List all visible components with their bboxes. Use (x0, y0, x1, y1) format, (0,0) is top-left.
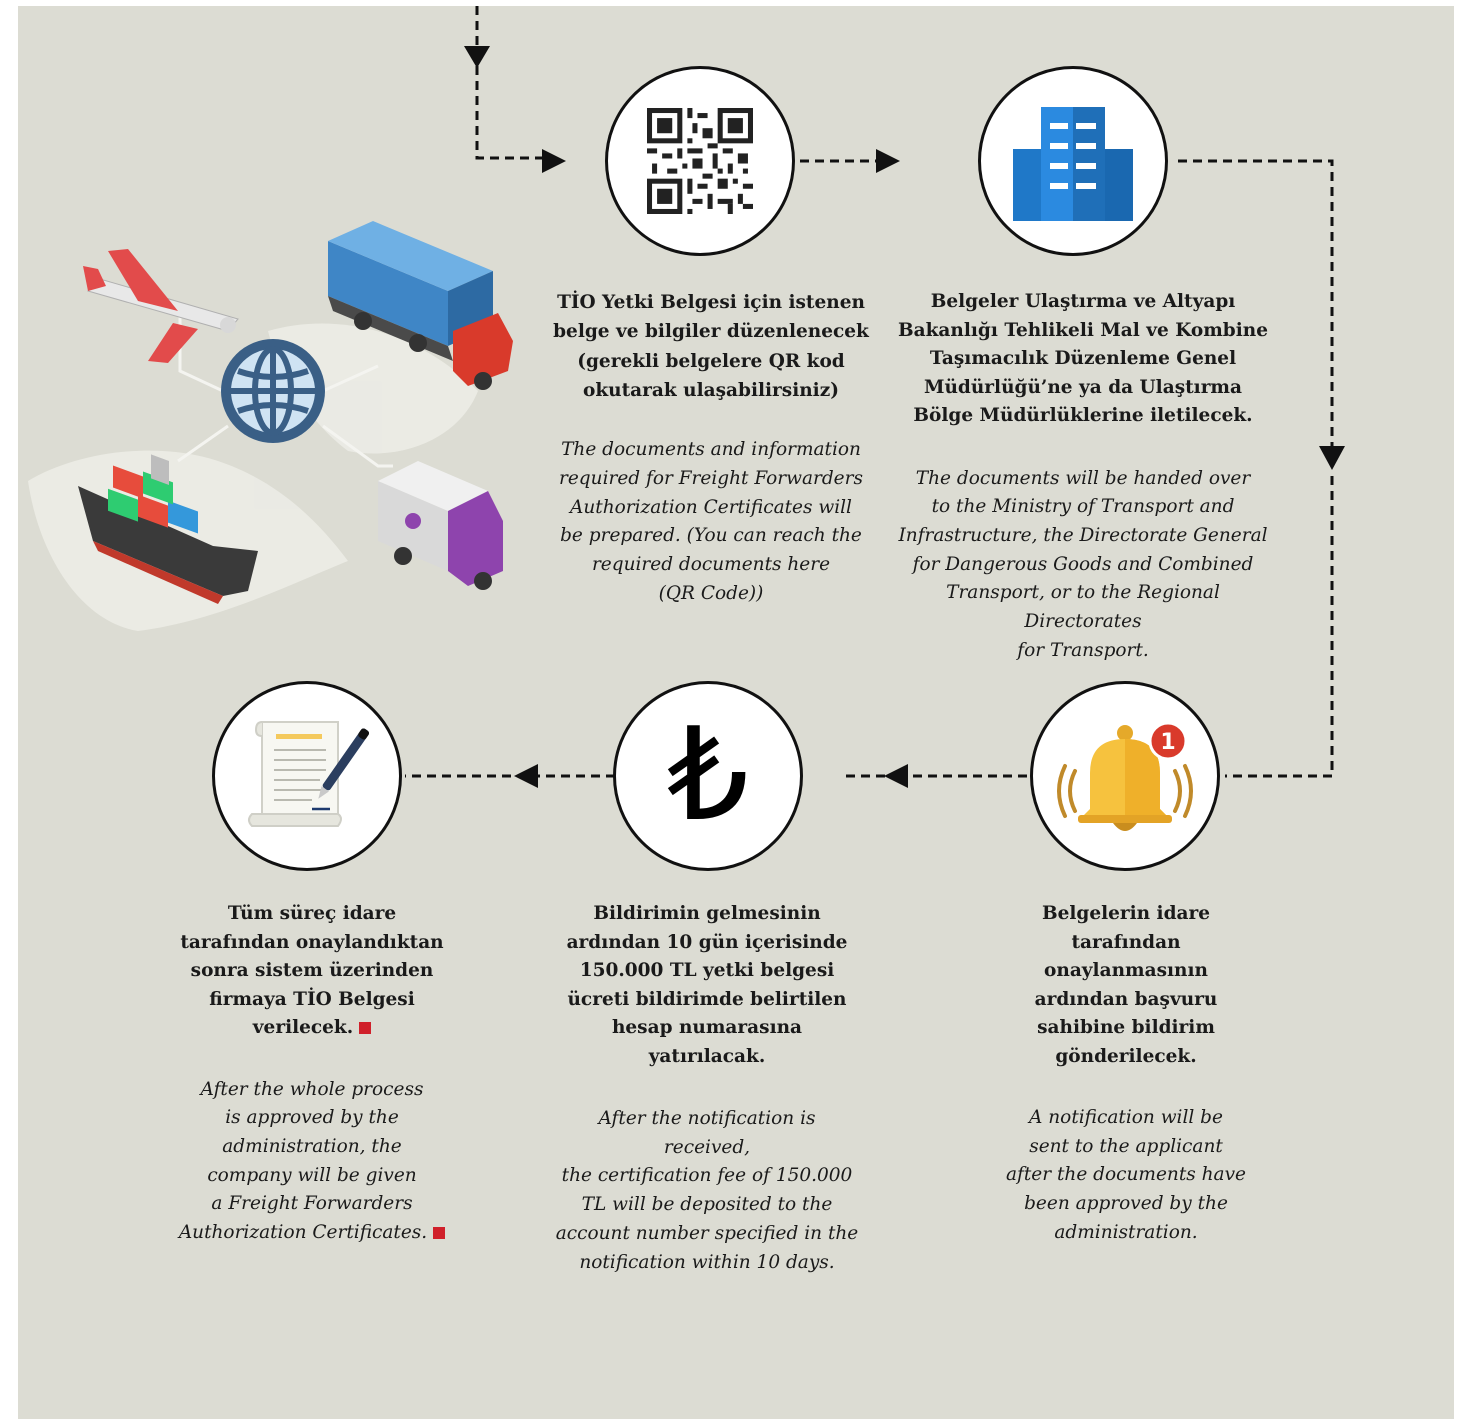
arrow-down-to-bell (1319, 446, 1345, 470)
step-notify-applicant-title: Belgelerin idare tarafından onaylanmasın… (1034, 903, 1218, 1067)
connector-building-to-bell (1178, 159, 1334, 446)
step-submit-to-ministry: Belgeler Ulaştırma ve Altyapı Bakanlığı … (890, 288, 1276, 665)
step-submit-to-ministry-description: The documents will be handed over to the… (898, 467, 1268, 661)
fee-node: ₺ (613, 681, 803, 871)
step-certificate-issued-description: After the whole process is approved by t… (162, 1076, 462, 1248)
qr-code-icon (647, 108, 753, 214)
notification-bell-icon: 1 (1057, 721, 1193, 831)
step-submit-to-ministry-title: Belgeler Ulaştırma ve Altyapı Bakanlığı … (897, 291, 1268, 426)
connector-bell-down (1225, 476, 1334, 778)
arrow-down-entry (464, 46, 490, 68)
step-prepare-documents-description: The documents and information required f… (559, 439, 863, 604)
step-pay-fee-description: After the notification is received, the … (555, 1108, 859, 1273)
airplane-icon (83, 249, 239, 363)
notification-badge-count: 1 (1160, 730, 1175, 755)
turkish-lira-icon: ₺ (667, 701, 749, 850)
notification-node: 1 (1030, 681, 1220, 871)
step-prepare-documents-title: TİO Yetki Belgesi için istenen belge ve … (553, 292, 869, 401)
step-pay-fee-title: Bildirimin gelmesinin ardından 10 gün iç… (566, 903, 848, 1067)
building-node (978, 66, 1168, 256)
step-prepare-documents: TİO Yetki Belgesi için istenen belge ve … (551, 288, 871, 608)
step-certificate-issued-title: Tüm süreç idare tarafından onaylandıktan… (180, 903, 444, 1038)
arrow-right-to-building (876, 149, 900, 173)
globe-icon (221, 339, 325, 443)
step-notify-applicant-description: A notification will be sent to the appli… (1006, 1107, 1246, 1243)
cargo-ship-icon (78, 454, 258, 604)
flow-connectors (405, 6, 1345, 788)
end-mark-square-icon (359, 1022, 372, 1034)
process-flow-panel: 1 ₺ (18, 6, 1454, 1419)
step-pay-fee: Bildirimin gelmesinin ardından 10 gün iç… (555, 900, 859, 1277)
signed-document-icon (248, 721, 370, 827)
step-certificate-issued: Tüm süreç idare tarafından onaylandıktan… (162, 900, 462, 1248)
arrow-left-to-lira (884, 764, 908, 788)
delivery-van-icon (378, 461, 503, 590)
office-building-icon (1013, 107, 1133, 221)
connector-entry (475, 6, 542, 160)
qr-code-node (605, 66, 795, 256)
end-mark-square-icon (433, 1227, 446, 1240)
certificate-node (212, 681, 402, 871)
arrow-left-to-document (514, 764, 538, 788)
step-notify-applicant: Belgelerin idare tarafından onaylanmasın… (1004, 900, 1248, 1248)
arrow-right-to-qr (542, 149, 566, 173)
transport-network-illustration (28, 221, 513, 631)
cargo-truck-icon (328, 221, 513, 390)
